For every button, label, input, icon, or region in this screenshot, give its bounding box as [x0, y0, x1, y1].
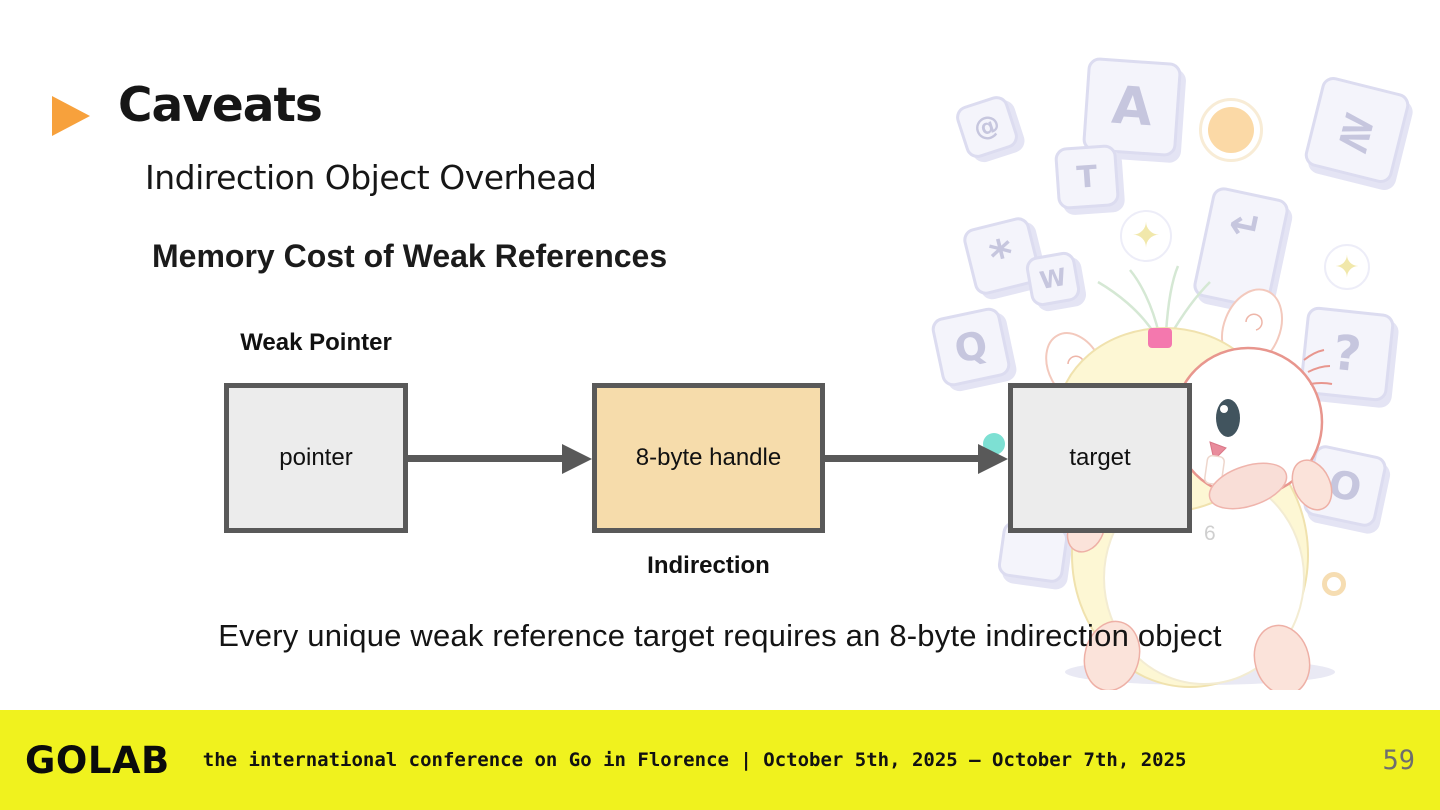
- sparkle-icon: ✦: [1120, 210, 1172, 262]
- orange-dot-icon: [1199, 98, 1263, 162]
- orange-ring-icon: [1322, 572, 1346, 596]
- page-subtitle: Indirection Object Overhead: [145, 158, 597, 197]
- footer-bar: GOLAB the international conference on Go…: [0, 710, 1440, 810]
- golab-logo: GOLAB: [25, 738, 170, 782]
- sparkle-icon: ✦: [1324, 244, 1370, 290]
- arrow-head-icon: [562, 444, 592, 474]
- conference-tagline: the international conference on Go in Fl…: [202, 749, 1187, 771]
- arrow-line: [825, 455, 978, 462]
- node-target: target: [1008, 383, 1192, 533]
- page-title: Caveats: [118, 78, 323, 133]
- node-pointer: pointer: [224, 383, 408, 533]
- bullet-triangle-icon: [52, 96, 90, 136]
- page-number: 59: [1382, 744, 1415, 776]
- node-pointer-label: pointer: [279, 444, 353, 471]
- node-handle: 8-byte handle: [592, 383, 825, 533]
- conclusion-text: Every unique weak reference target requi…: [218, 618, 1222, 653]
- node-target-label: target: [1069, 444, 1131, 471]
- indirection-label: Indirection: [647, 552, 770, 579]
- arrow-head-icon: [978, 444, 1008, 474]
- section-heading: Memory Cost of Weak References: [152, 238, 668, 274]
- arrow-line: [408, 455, 564, 462]
- weak-pointer-label: Weak Pointer: [240, 329, 392, 356]
- node-handle-label: 8-byte handle: [635, 444, 782, 471]
- mascot-digit: 6: [1204, 522, 1216, 545]
